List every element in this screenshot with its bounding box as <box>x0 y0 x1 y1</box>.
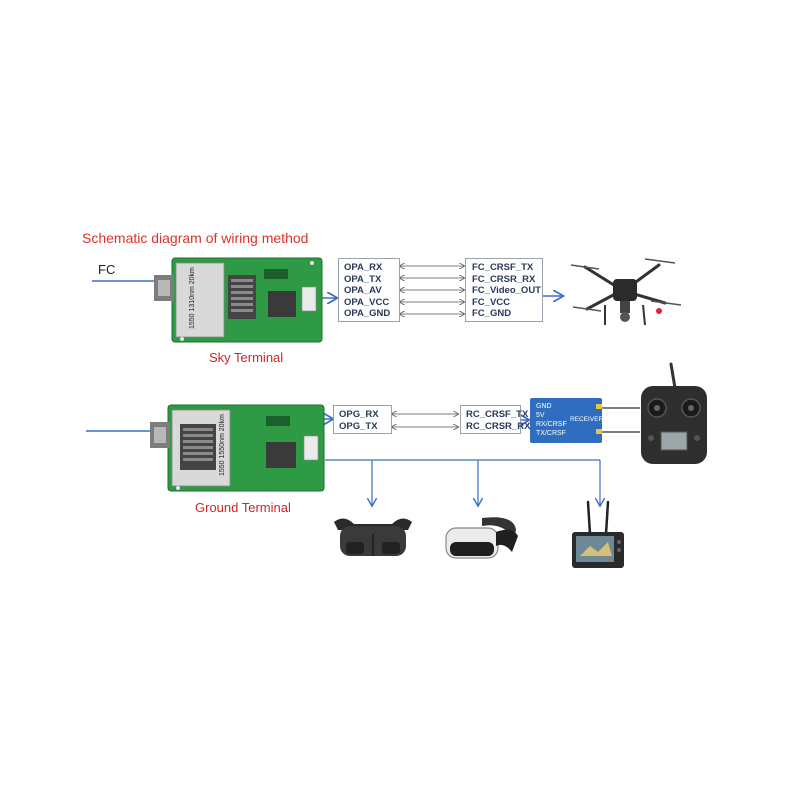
fpv-monitor-icon <box>572 500 624 568</box>
remote-controller-icon <box>641 362 707 464</box>
drone-icon <box>570 258 682 326</box>
sky-left-pin: OPA_VCC <box>344 296 390 308</box>
sky-right-pinbox: FC_CRSF_TX FC_CRSR_RX FC_Video_OUT FC_VC… <box>465 258 543 322</box>
sky-right-pin: FC_CRSF_TX <box>472 262 534 273</box>
receiver-label: RECEIVER <box>570 416 604 423</box>
ground-right-pin: RC_CRSR_RX <box>466 420 531 432</box>
fc-label: FC <box>98 262 116 277</box>
sky-terminal-label: Sky Terminal <box>209 350 284 365</box>
receiver-pad-1 <box>596 404 602 409</box>
sky-left-pinbox: OPA_RX OPA_TX OPA_AV OPA_VCC OPA_GND <box>338 258 400 322</box>
sky-terminal-module: 1550 1310nm 20km <box>154 257 323 343</box>
diagram-title: Schematic diagram of wiring method <box>82 230 309 246</box>
ground-module-text: 1550 1550nm 20km <box>219 414 226 476</box>
receiver-pin: TX/CRSF <box>536 430 566 437</box>
ground-right-pinbox: RC_CRSF_TX RC_CRSR_RX <box>460 405 531 434</box>
receiver-pin: GND <box>536 403 552 410</box>
receiver-module: GND 5V RX/CRSF TX/CRSF <box>530 398 602 443</box>
sky-right-pin: FC_CRSR_RX <box>472 273 536 285</box>
ground-terminal-label: Ground Terminal <box>195 500 291 515</box>
sky-left-pin: OPA_GND <box>344 308 391 319</box>
sky-left-pin: OPA_RX <box>344 262 383 273</box>
sky-right-pin: FC_VCC <box>472 296 511 308</box>
ground-left-pin: OPG_TX <box>339 420 378 432</box>
sky-left-pin: OPA_AV <box>344 285 382 296</box>
ground-left-pin: OPG_RX <box>339 409 379 420</box>
sky-left-pin: OPA_TX <box>344 273 382 285</box>
sky-right-pin: FC_Video_OUT <box>472 285 541 296</box>
ground-left-pinbox: OPG_RX OPG_TX <box>333 405 392 434</box>
fpv-goggles-icon <box>334 518 412 556</box>
receiver-pin: RX/CRSF <box>536 421 567 428</box>
sky-pin-connectors <box>400 266 464 314</box>
receiver-pin: 5V <box>536 412 545 419</box>
receiver-pad-2 <box>596 429 602 434</box>
ground-terminal-module: 1550 1550nm 20km <box>150 404 325 492</box>
vr-headset-icon <box>445 517 518 559</box>
sky-right-pin: FC_GND <box>472 308 512 319</box>
ground-pin-connectors <box>392 414 458 427</box>
sky-module-text: 1550 1310nm 20km <box>189 267 196 329</box>
ground-right-pin: RC_CRSF_TX <box>466 409 529 420</box>
